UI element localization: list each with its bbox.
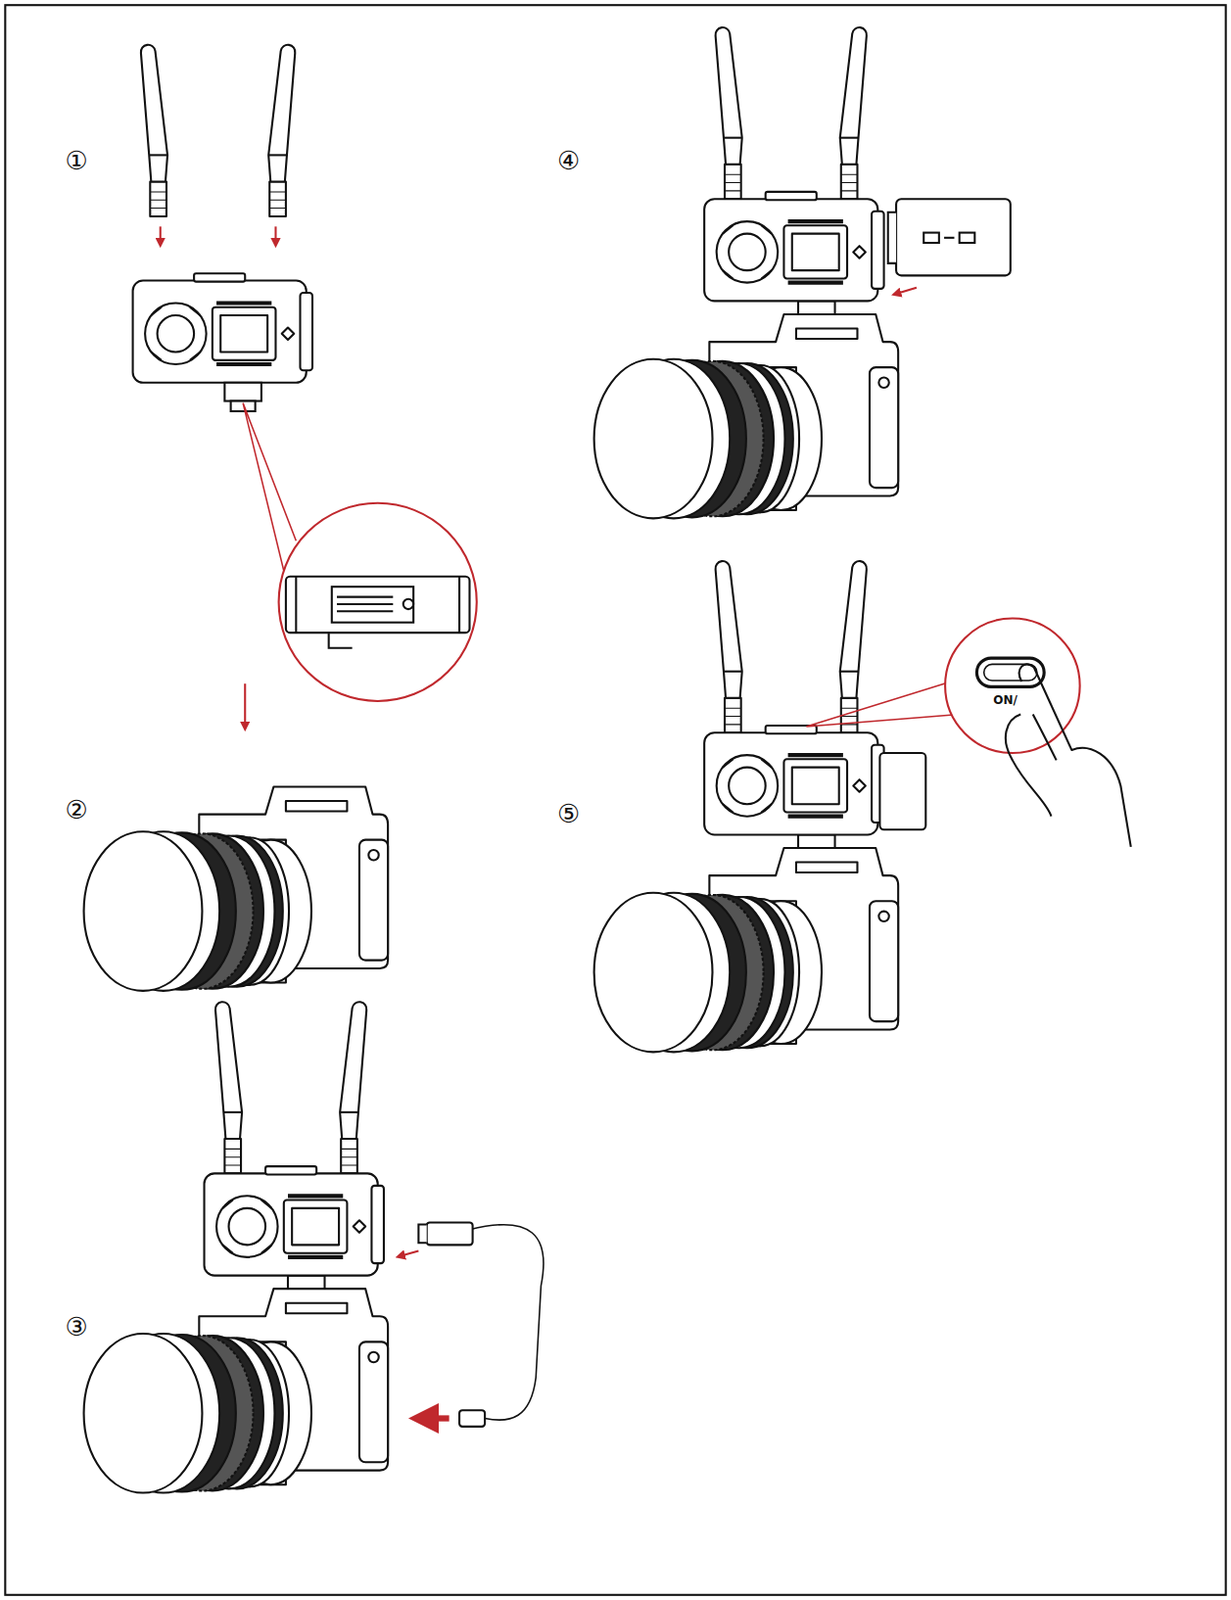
step-number: ③ xyxy=(65,1314,89,1340)
step-number: ② xyxy=(65,797,89,823)
step-number: ⑤ xyxy=(557,801,580,827)
step-number: ① xyxy=(65,147,89,174)
step-number: ④ xyxy=(557,147,580,174)
button-label: ON/ xyxy=(993,694,1018,707)
